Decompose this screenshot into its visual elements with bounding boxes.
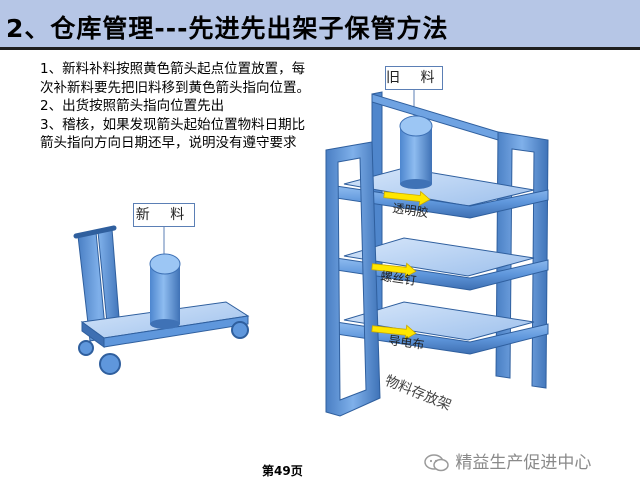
rack-frame-front [325,141,381,417]
instruction-item: 2、出货按照箭头指向位置先出 [40,98,225,114]
page-number: 第49页 [262,464,303,478]
shelf-label: 螺丝钉 [380,269,418,288]
wechat-icon [424,454,449,472]
instruction-item: 1、新料补料按照黄色箭头起点位置放置，每次补新料要先把旧料移到黄色箭头指向位置。 [40,61,310,96]
old-material-cylinder [399,115,433,189]
new-material-cylinder [149,253,181,329]
rack-side-label: 物料存放架 [383,373,454,414]
watermark-text: 精益生产促进中心 [455,453,592,473]
watermark: 精益生产促进中心 [424,448,591,473]
shelf-label: 导电布 [388,333,426,352]
title-bar: 2、仓库管理---先进先出架子保管方法 [0,0,640,50]
hand-cart [73,225,250,375]
cart-wheel [99,353,121,375]
fifo-arrow [371,262,417,278]
shelf-label: 透明胶 [392,200,430,220]
fifo-arrow [383,190,431,207]
new-material-label: 新 料 [133,203,195,227]
fifo-arrow [371,324,417,340]
page-title: 2、仓库管理---先进先出架子保管方法 [6,14,449,43]
instruction-list: 1、新料补料按照黄色箭头起点位置放置，每次补新料要先把旧料移到黄色箭头指向位置。… [40,60,312,153]
cart-wheel [78,340,94,356]
fifo-rack: 透明胶 螺丝钉 导电布 物料存放架 [325,91,549,417]
cart-wheel [231,321,249,339]
old-material-label: 旧 料 [385,66,443,90]
instruction-item: 3、稽核，如果发现箭头起始位置物料日期比箭头指向方向日期还早，说明没有遵守要求 [40,116,306,152]
